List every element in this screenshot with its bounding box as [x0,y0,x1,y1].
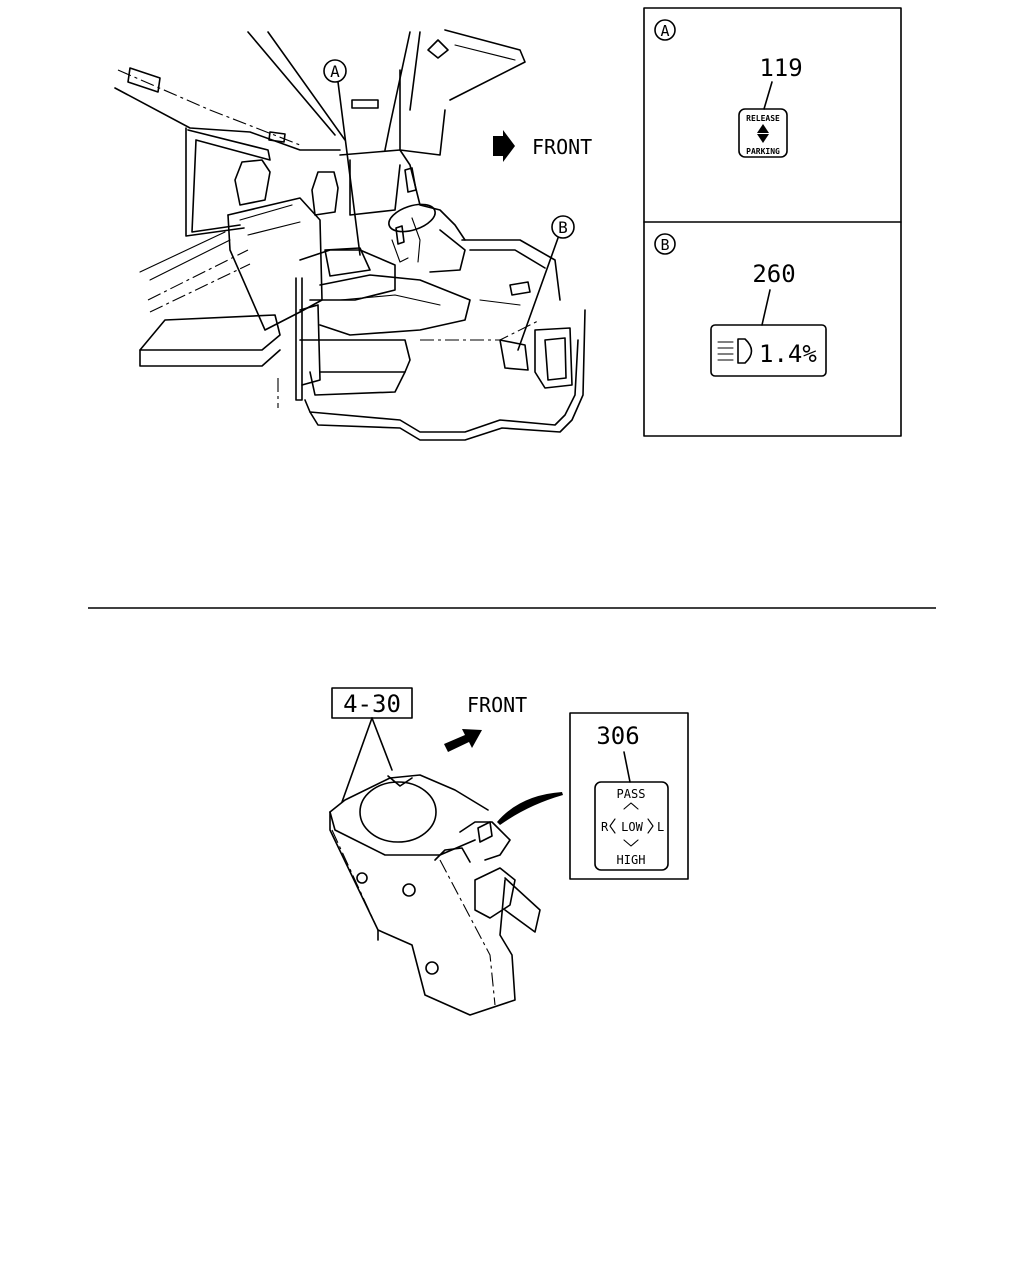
detail-306-part-number: 306 [596,722,639,750]
parking-brake-switch: RELEASE PARKING [738,108,788,158]
leader-b [517,237,559,351]
detail-306: 306 PASS R LOW L HIGH [569,712,689,880]
front-arrow-icon [444,729,482,752]
leader-wedge [497,792,563,825]
headrest-driver [311,171,339,216]
front-indicator-bottom: FRONT [444,693,527,752]
bunk-bed [139,314,281,351]
r-label: R [601,820,609,834]
reference-box: 4-30 [331,687,413,803]
detail-a-letter: A [660,22,669,40]
callout-a: A [323,59,361,256]
front-indicator-top: FRONT [493,130,592,162]
dome-light [351,99,379,109]
leader-a [337,81,361,256]
cab-interior-illustration [114,29,586,441]
l-label: L [657,820,664,834]
chevron-up-icon [623,802,639,810]
front-label-bottom: FRONT [467,693,527,717]
headlamp-leveling-display: 1.4% [710,324,827,377]
reference-label: 4-30 [343,690,401,718]
detail-b-letter: B [660,236,669,254]
mount-hole [402,883,416,897]
roof-light [127,67,161,93]
low-label: LOW [621,820,643,834]
callout-b: B [517,215,575,351]
arrow-up-icon [757,124,769,133]
headlamp-icon [717,338,753,364]
mount-hole [356,872,368,884]
callout-b-letter: B [558,218,568,237]
mount-hole [425,961,439,975]
arrow-down-icon [757,134,769,143]
switch-release-label: RELEASE [746,114,780,123]
detail-panel: A 119 RELEASE PARKING B 260 [643,7,902,437]
stalk-knob [474,867,516,919]
chevron-left-icon [609,818,616,834]
chevron-right-icon [647,818,654,834]
front-arrow-icon [493,130,515,162]
pass-label: PASS [617,787,646,801]
detail-b-part-number: 260 [752,260,795,288]
dimmer-switch-face: PASS R LOW L HIGH [594,781,669,871]
detail-a-part-number: 119 [759,54,802,82]
callout-a-letter: A [330,62,340,81]
combination-switch-illustration [329,774,563,1016]
switch-parking-label: PARKING [746,147,780,156]
leveling-value: 1.4% [759,340,817,368]
switch-body-round [359,781,437,843]
detail-b: B 260 1.4% [654,233,827,377]
high-label: HIGH [617,853,646,867]
headrest-passenger [234,159,271,206]
chevron-down-icon [623,839,639,847]
detail-a: A 119 RELEASE PARKING [654,19,803,158]
front-label-top: FRONT [532,135,592,159]
